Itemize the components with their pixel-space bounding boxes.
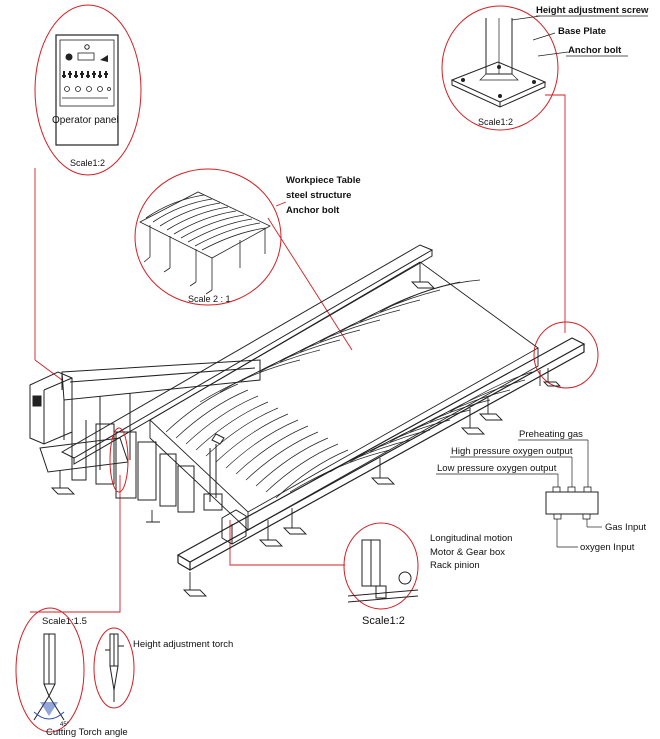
rack-pinion-label: Rack pinion	[430, 560, 480, 571]
operator-panel-label: Operator panel	[52, 115, 119, 126]
steel-structure-label: steel structure	[286, 190, 351, 201]
front-rail	[176, 337, 586, 572]
callout-leaders	[30, 94, 566, 613]
operator-panel-face	[59, 39, 115, 107]
panel-indicator-icon	[84, 44, 90, 50]
torch-angle-arc: 45°	[33, 702, 70, 728]
scale-label-table: Scale 2 : 1	[188, 294, 231, 304]
cutting-torch-angle-label: Cutting Torch angle	[46, 727, 128, 738]
scale-label-motor: Scale1:2	[362, 615, 405, 627]
workpiece-table	[149, 261, 539, 531]
torch-angle-value: 45°	[60, 722, 70, 728]
scale-label-torch: Scale1:1.5	[42, 616, 87, 627]
scale-label-operator: Scale1:2	[70, 158, 105, 168]
motor-gear-box-label: Motor & Gear box	[430, 547, 505, 558]
anchor-bolt-label-table: Anchor bolt	[286, 205, 340, 216]
operator-panel-box	[55, 34, 119, 146]
height-adjustment-torch-drawing	[105, 633, 124, 702]
scale-label-base: Scale1:2	[478, 117, 513, 127]
panel-switch-row	[62, 71, 108, 78]
callout-circle-rail-end	[533, 321, 599, 389]
cutting-torch-angle-drawing	[33, 633, 65, 721]
anchor-bolt-label-top: Anchor bolt	[568, 45, 622, 56]
callout-circle-height-torch	[93, 627, 135, 709]
callout-circle-torch-angle	[15, 607, 85, 733]
callout-circle-motor	[343, 522, 419, 610]
torch-details: Scale1:1.5 45° Height adjustment torch C…	[15, 607, 233, 738]
longitudinal-motion-label: Longitudinal motion	[430, 533, 512, 544]
torch-carriages	[95, 423, 225, 513]
operator-panel-detail: Operator panel Scale1:2	[34, 4, 142, 176]
callout-circle-table	[134, 168, 282, 306]
height-adjustment-screw-label: Height adjustment screw	[536, 5, 649, 16]
oxygen-input-label: oxygen Input	[580, 542, 635, 553]
control-cabinet	[29, 371, 73, 445]
motor-gearbox	[221, 509, 247, 545]
rear-rail	[60, 244, 434, 465]
gas-manifold: Preheating gas High pressure oxygen outp…	[436, 429, 647, 553]
callout-circle-operator	[34, 4, 142, 176]
base-plate-detail: Height adjustment screw Base Plate Ancho…	[441, 5, 649, 131]
table-structure-detail: Workpiece Table steel structure Anchor b…	[134, 168, 361, 306]
panel-arrow-icon	[100, 55, 108, 62]
support-legs	[50, 262, 541, 597]
gas-input-label: Gas Input	[605, 522, 647, 533]
main-machine	[29, 244, 599, 597]
height-adjustment-torch-label: Height adjustment torch	[133, 639, 233, 650]
table-slats	[165, 279, 533, 499]
motor-detail: Longitudinal motion Motor & Gear box Rac…	[343, 522, 512, 627]
panel-knob-row	[64, 86, 111, 92]
emergency-stop-icon	[65, 53, 73, 61]
preheating-gas-label: Preheating gas	[519, 429, 583, 440]
manifold-block	[545, 491, 599, 515]
anchor-bolt-icons	[461, 65, 536, 98]
base-plate-label: Base Plate	[558, 26, 606, 37]
workpiece-table-label: Workpiece Table	[286, 175, 361, 186]
low-pressure-oxygen-label: Low pressure oxygen output	[437, 463, 557, 474]
panel-display-icon	[77, 52, 95, 61]
callout-circle-torch	[109, 427, 129, 493]
high-pressure-oxygen-label: High pressure oxygen output	[451, 446, 573, 457]
callout-circle-base	[441, 5, 559, 131]
